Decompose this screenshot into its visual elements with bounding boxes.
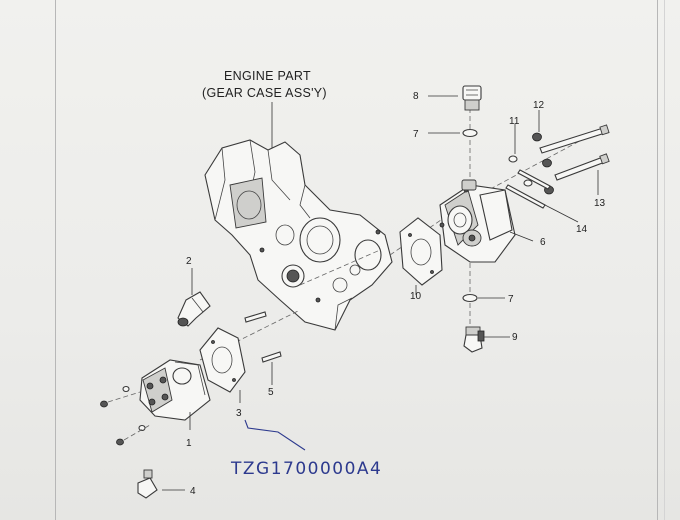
gear-case-assembly <box>204 139 393 331</box>
page-margin-line-right <box>657 0 658 520</box>
o-ring-part-7-upper <box>462 128 478 138</box>
elbow-part-2 <box>177 291 211 327</box>
assembly-line-gasket <box>299 249 381 286</box>
callout-5: 5 <box>268 387 274 398</box>
dowel-pins-part-5 <box>244 311 282 363</box>
callout-1: 1 <box>186 438 192 449</box>
callout-2: 2 <box>186 256 192 267</box>
callout-13: 13 <box>594 198 606 209</box>
callout-3: 3 <box>236 408 242 419</box>
gear-pump-part-1 <box>139 359 211 421</box>
handwritten-pointer-line <box>244 419 306 451</box>
title-line-1: ENGINE PART <box>224 69 311 83</box>
title-line-2: (GEAR CASE ASS'Y) <box>202 86 327 100</box>
callout-12: 12 <box>533 100 545 111</box>
callout-14: 14 <box>576 224 588 235</box>
washer-set-part-11 <box>508 155 533 187</box>
gasket-part-3 <box>199 327 246 393</box>
callout-8: 8 <box>413 91 419 102</box>
gasket-part-10 <box>399 217 443 286</box>
leader-lines <box>162 95 599 491</box>
fitting-part-4 <box>137 469 158 499</box>
callout-10: 10 <box>410 291 422 302</box>
long-bolts-part-13 <box>539 124 610 181</box>
callout-11: 11 <box>509 116 520 127</box>
studs-part-14 <box>505 169 551 209</box>
hydraulic-pump-part-6 <box>439 179 516 263</box>
elbow-fitting-part-9 <box>463 326 485 353</box>
callout-6: 6 <box>540 237 546 248</box>
page-margin-line-right-outer <box>664 0 665 520</box>
pump-bolts <box>100 385 151 446</box>
handwritten-part-number: TZG1700000A4 <box>230 459 382 479</box>
o-ring-part-7-lower <box>462 293 478 303</box>
callout-4: 4 <box>190 486 196 497</box>
page-margin-line-left <box>55 0 56 520</box>
fitting-part-8 <box>462 85 482 111</box>
callout-7-lower: 7 <box>508 294 514 305</box>
callout-9: 9 <box>512 332 518 343</box>
callout-7-upper: 7 <box>413 129 419 140</box>
